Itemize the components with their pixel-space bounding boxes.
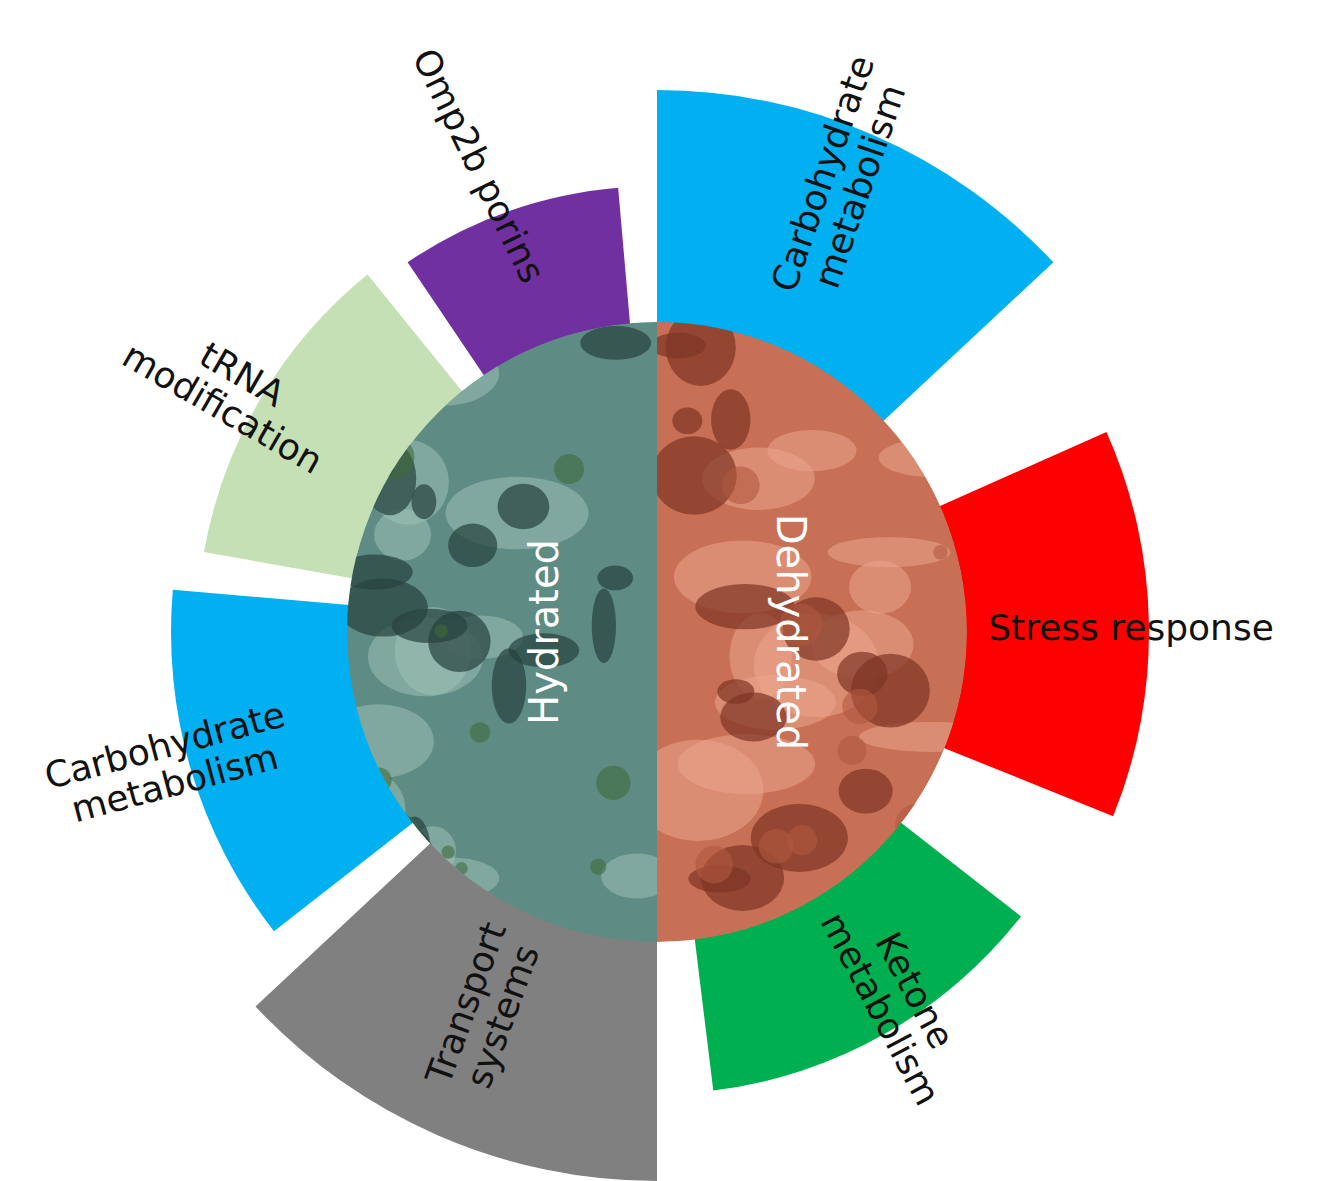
sponge-patch [455, 862, 468, 875]
sponge-patch [838, 736, 867, 765]
sponge-ridge [342, 346, 422, 402]
sponge-patch [842, 689, 877, 724]
sponge-patch [366, 768, 391, 793]
sponge-hole [335, 555, 413, 590]
sponge-hole [492, 648, 526, 723]
sponge-patch [933, 545, 948, 560]
sponge-patch [590, 859, 606, 875]
sponge-ridge [849, 561, 911, 614]
sponge-patch [371, 436, 414, 479]
sponge-hole [592, 588, 616, 663]
sponge-hole [651, 436, 736, 514]
sponge-hole [448, 524, 497, 567]
center-label: Dehydrated [768, 514, 811, 750]
sponge-ridge [898, 870, 1008, 968]
sponge-patch [435, 624, 448, 637]
sponge-hole [391, 609, 467, 643]
sponge-ridge [879, 438, 990, 477]
sponge-patch [895, 803, 939, 847]
sponge-patch [722, 467, 760, 505]
sponge-patch [695, 846, 733, 884]
photo-half [347, 322, 657, 942]
sponge-hole [411, 484, 436, 519]
sponge-hole [839, 769, 893, 814]
sponge-patch [759, 829, 794, 864]
sponge-ridge [323, 704, 434, 778]
sponge-patch [787, 825, 817, 855]
sponge-hole [580, 326, 651, 360]
sponge-patch [860, 868, 897, 905]
sponge-hole [650, 333, 705, 358]
sponge-ridge [403, 857, 500, 898]
sponge-hole [672, 408, 702, 434]
sponge-patch [376, 812, 420, 856]
sponge-hole [751, 804, 848, 872]
sponge-ridge [633, 740, 764, 841]
sponge-ridge [352, 776, 406, 845]
circle-half: Hydrated [347, 322, 657, 942]
sponge-hole [344, 821, 435, 895]
sponge-patch [596, 766, 630, 800]
center-label: Hydrated [523, 539, 566, 725]
sponge-hole [498, 484, 550, 529]
photo-ground [657, 322, 967, 942]
sponge-patch [470, 722, 491, 743]
sponge-ridge [384, 341, 499, 406]
sponge-hole [928, 366, 983, 405]
segment-label: Stress response [988, 609, 1274, 648]
sponge-ridge [341, 841, 422, 896]
sponge-hole [597, 566, 633, 591]
sponge-hole [398, 816, 430, 885]
photo-half [657, 322, 967, 942]
sponge-ridge [828, 537, 951, 567]
circle-half: Dehydrated [657, 322, 967, 942]
sponge-ridge [410, 826, 456, 876]
sponge-patch [554, 454, 584, 484]
sponge-patch [442, 845, 455, 858]
sponge-hole [322, 455, 394, 484]
sponge-hole [711, 389, 750, 449]
